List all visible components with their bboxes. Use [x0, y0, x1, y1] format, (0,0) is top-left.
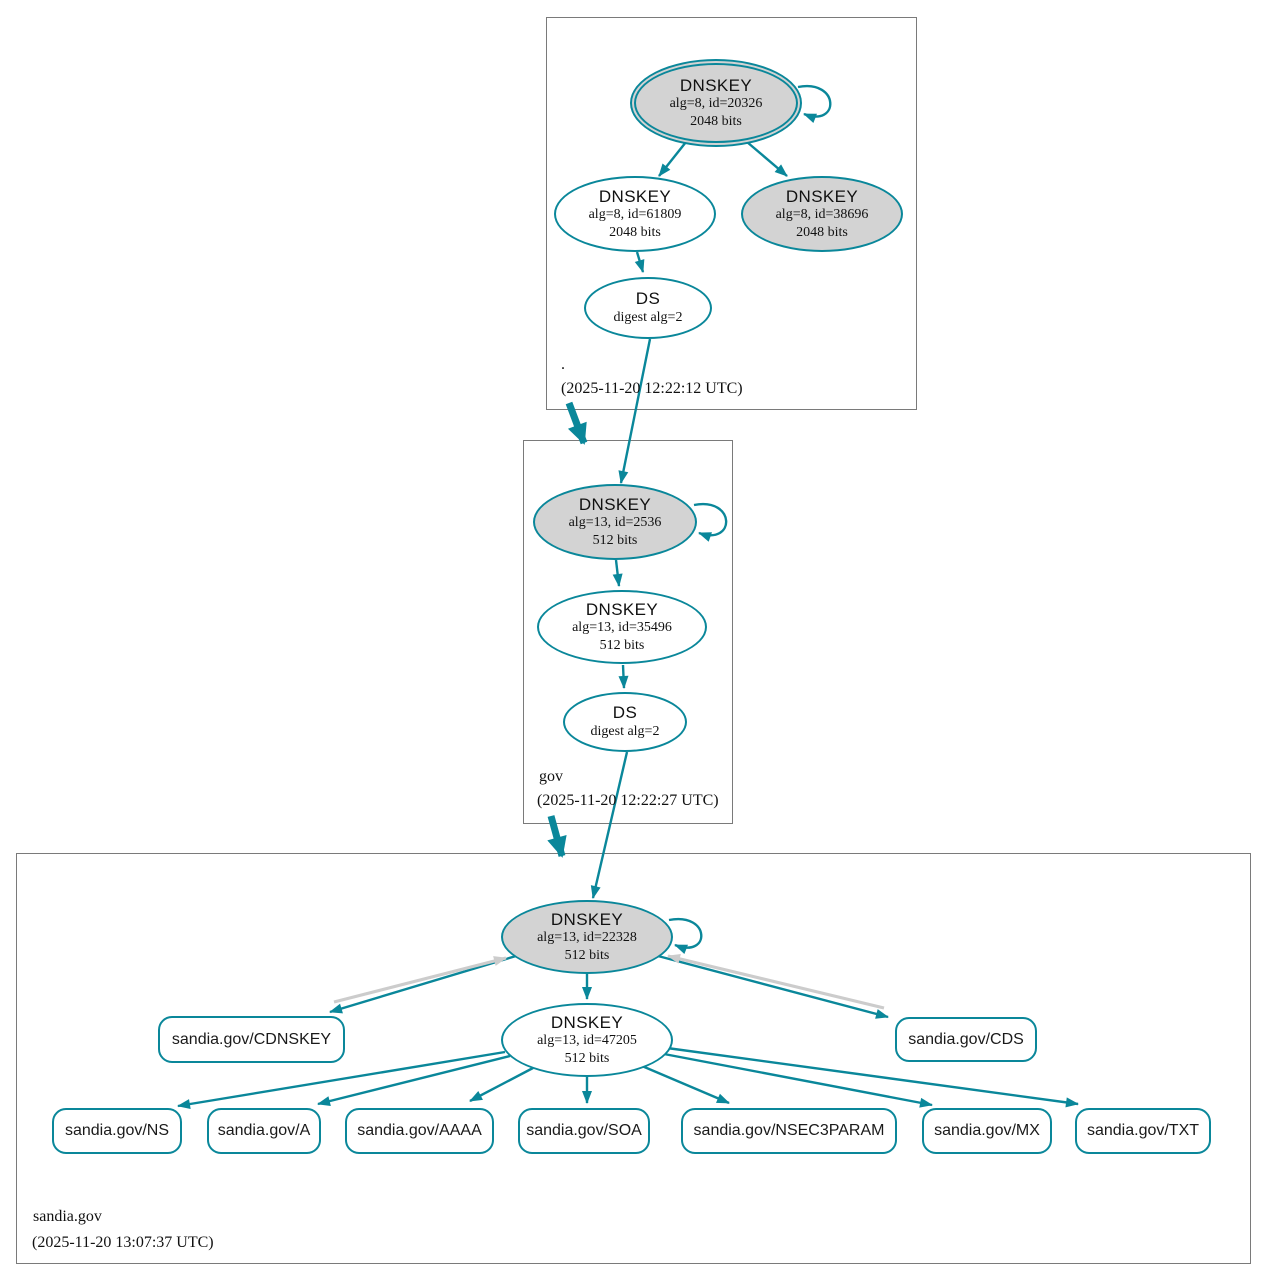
ds-node-root[interactable]: DS digest alg=2	[584, 277, 712, 339]
edge-gov-zsk-to-ds	[618, 664, 629, 689]
node-title: DNSKEY	[578, 494, 652, 514]
zone-timestamp-gov: (2025-11-20 12:22:27 UTC)	[537, 792, 719, 809]
rrset-node-cds[interactable]: sandia.gov/CDS	[895, 1017, 1037, 1062]
edge-sandia-zsk-to-nsec3param	[641, 1064, 730, 1105]
rrset-label: sandia.gov/TXT	[1086, 1122, 1200, 1139]
node-alg-id: alg=13, id=47205	[537, 1033, 637, 1049]
edge-root-ksk-selfloop	[797, 84, 832, 123]
edge-sandia-zsk-to-aaaa	[469, 1066, 534, 1103]
edge-root-ksk-to-zsk	[658, 141, 687, 177]
edge-sandia-ksk-to-cdnskey	[329, 954, 517, 1014]
zone-name-root: .	[561, 356, 565, 373]
dnskey-node-root-ksk-20326[interactable]: DNSKEY alg=8, id=20326 2048 bits	[630, 59, 802, 147]
dnskey-node-root-ksk2-38696[interactable]: DNSKEY alg=8, id=38696 2048 bits	[741, 176, 903, 252]
edge-gov-ksk-selfloop	[693, 502, 728, 542]
edge-root-ksk-to-ksk2	[746, 141, 788, 177]
node-alg-id: alg=13, id=22328	[537, 930, 637, 946]
rrset-label: sandia.gov/CDNSKEY	[171, 1030, 332, 1048]
rrset-label: sandia.gov/CDS	[908, 1030, 1024, 1048]
dnskey-node-root-zsk-61809[interactable]: DNSKEY alg=8, id=61809 2048 bits	[554, 176, 716, 252]
rrset-label: sandia.gov/AAAA	[357, 1122, 482, 1139]
edge-cdnskey-to-sandia-ksk	[333, 956, 507, 1004]
node-alg-id: alg=8, id=61809	[588, 207, 682, 223]
edge-sandia-ksk-to-cds	[657, 954, 889, 1019]
rrset-node-aaaa[interactable]: sandia.gov/AAAA	[345, 1108, 494, 1154]
rrset-label: sandia.gov/A	[217, 1122, 311, 1139]
ds-node-gov[interactable]: DS digest alg=2	[563, 692, 687, 752]
edge-sandia-zsk-to-mx	[663, 1052, 933, 1108]
edge-sandia-ksk-selfloop	[668, 917, 703, 954]
zone-name-gov: gov	[539, 768, 563, 785]
node-bits: 512 bits	[599, 637, 645, 653]
edge-root-zsk-to-ds	[634, 251, 645, 273]
node-title: DNSKEY	[679, 75, 753, 95]
node-bits: 2048 bits	[690, 113, 742, 129]
edge-sandia-zsk-to-ns	[177, 1050, 506, 1109]
rrset-node-mx[interactable]: sandia.gov/MX	[922, 1108, 1052, 1154]
node-alg-id: alg=8, id=38696	[775, 207, 869, 223]
node-title: DNSKEY	[585, 599, 659, 619]
node-alg-id: alg=13, id=35496	[572, 620, 672, 636]
rrset-node-txt[interactable]: sandia.gov/TXT	[1075, 1108, 1211, 1154]
edge-gov-ds-to-sandia-ksk	[590, 751, 629, 899]
zone-timestamp-sandia-gov: (2025-11-20 13:07:37 UTC)	[32, 1234, 214, 1251]
edge-sandia-zsk-to-a	[317, 1054, 511, 1106]
edge-delegation-root-to-gov	[565, 401, 588, 445]
rrset-label: sandia.gov/SOA	[526, 1122, 642, 1139]
rrset-node-ns[interactable]: sandia.gov/NS	[52, 1108, 182, 1154]
dnskey-node-gov-zsk-35496[interactable]: DNSKEY alg=13, id=35496 512 bits	[537, 590, 707, 664]
node-title: DS	[635, 289, 661, 309]
zone-name-sandia-gov: sandia.gov	[33, 1208, 102, 1225]
edge-sandia-zsk-to-txt	[666, 1046, 1079, 1108]
node-title: DNSKEY	[550, 909, 624, 929]
node-detail: digest alg=2	[590, 724, 660, 740]
node-bits: 2048 bits	[609, 224, 661, 240]
node-bits: 512 bits	[564, 1050, 610, 1066]
node-detail: digest alg=2	[613, 310, 683, 326]
edge-gov-ksk-to-zsk	[612, 559, 623, 587]
dnskey-node-sandia-ksk-22328[interactable]: DNSKEY alg=13, id=22328 512 bits	[501, 900, 673, 974]
rrset-label: sandia.gov/NS	[64, 1122, 170, 1139]
edge-delegation-gov-to-sandia	[547, 815, 567, 858]
node-bits: 2048 bits	[796, 224, 848, 240]
node-bits: 512 bits	[592, 532, 638, 548]
node-alg-id: alg=13, id=2536	[568, 515, 662, 531]
rrset-node-a[interactable]: sandia.gov/A	[207, 1108, 321, 1154]
dnskey-node-gov-ksk-2536[interactable]: DNSKEY alg=13, id=2536 512 bits	[533, 484, 697, 560]
node-title: DNSKEY	[550, 1012, 624, 1032]
zone-timestamp-root: (2025-11-20 12:22:12 UTC)	[561, 380, 743, 397]
dnskey-node-sandia-zsk-47205[interactable]: DNSKEY alg=13, id=47205 512 bits	[501, 1003, 673, 1077]
edge-root-ds-to-gov-ksk	[618, 338, 652, 484]
rrset-label: sandia.gov/MX	[934, 1122, 1040, 1139]
zone-box-root	[546, 17, 917, 410]
rrset-node-nsec3param[interactable]: sandia.gov/NSEC3PARAM	[681, 1108, 897, 1154]
node-title: DS	[612, 703, 638, 723]
edge-cds-to-sandia-ksk	[667, 953, 885, 1010]
rrset-node-cdnskey[interactable]: sandia.gov/CDNSKEY	[158, 1016, 345, 1063]
rrset-node-soa[interactable]: sandia.gov/SOA	[518, 1108, 650, 1154]
node-alg-id: alg=8, id=20326	[669, 96, 763, 112]
node-title: DNSKEY	[598, 186, 672, 206]
rrset-label: sandia.gov/NSEC3PARAM	[693, 1122, 885, 1139]
zone-box-sandia-gov	[16, 853, 1251, 1264]
node-bits: 512 bits	[564, 947, 610, 963]
node-title: DNSKEY	[785, 186, 859, 206]
zone-box-gov	[523, 440, 733, 824]
